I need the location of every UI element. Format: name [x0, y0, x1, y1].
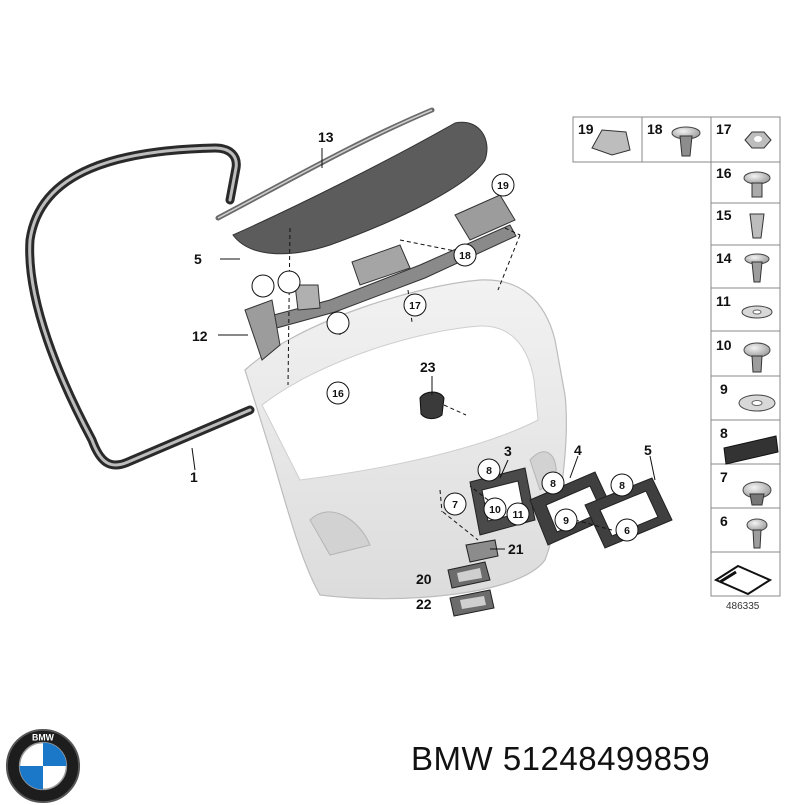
leader-lines	[191, 148, 656, 550]
callout-2: 13	[318, 129, 334, 145]
reference-number: 486335	[726, 601, 760, 612]
callout-4: 4	[574, 442, 582, 458]
part-number: 51248499859	[502, 740, 711, 777]
circle-17: 19	[497, 180, 509, 192]
legend-9: 9	[720, 381, 728, 397]
legend-10: 10	[716, 337, 732, 353]
circle-8c: 8	[619, 480, 625, 492]
brand-name: BMW	[411, 740, 494, 777]
legend-19: 19	[578, 121, 594, 137]
legend-7: 7	[720, 469, 728, 485]
bumper-stop-23	[419, 391, 445, 420]
mounting-bracket	[244, 194, 517, 361]
circle-8b: 8	[550, 478, 556, 490]
fastener-legend: 19 18 17 16 15 14 11 10 9 8 7 6	[572, 116, 781, 612]
tailgate-seal	[25, 143, 255, 470]
circle-15: 17	[409, 300, 421, 312]
circle-9: 9	[563, 515, 569, 527]
circle-10: 10	[489, 504, 501, 516]
callout-1: 1	[190, 469, 198, 485]
circled-callouts: 19 18 17 16 8 8 8 7 10 11 9 6	[251, 173, 639, 542]
part-label: BMW 51248499859	[411, 740, 710, 778]
legend-17: 17	[716, 121, 732, 137]
callout-20: 20	[416, 571, 432, 587]
circle-16: 18	[459, 250, 471, 262]
logo-letters: BMW	[32, 733, 55, 743]
circle-11: 11	[512, 509, 523, 521]
callout-12: 5	[194, 251, 202, 267]
callout-23: 23	[420, 359, 436, 375]
callout-21: 21	[508, 541, 524, 557]
plate-light-22	[449, 589, 495, 617]
plate-light-20	[447, 561, 491, 589]
legend-14: 14	[716, 250, 732, 266]
legend-18: 18	[647, 121, 663, 137]
circle-14: 16	[332, 388, 344, 400]
callout-5: 5	[644, 442, 652, 458]
callout-3: 3	[504, 443, 512, 459]
legend-8: 8	[720, 425, 728, 441]
bmw-logo: BMW	[5, 728, 81, 804]
legend-11: 11	[716, 293, 731, 309]
circle-7: 7	[452, 499, 458, 511]
plate-light-21	[465, 539, 499, 563]
callout-22: 22	[416, 596, 432, 612]
circle-8a: 8	[486, 465, 492, 477]
rear-spoiler	[215, 107, 488, 255]
legend-6: 6	[720, 513, 728, 529]
callouts: 13 1 5 12 3 4 5 23 21 20 22	[190, 129, 652, 612]
callout-13: 12	[192, 328, 208, 344]
legend-16: 16	[716, 165, 732, 181]
circle-6: 6	[624, 525, 630, 537]
legend-15: 15	[716, 207, 732, 223]
